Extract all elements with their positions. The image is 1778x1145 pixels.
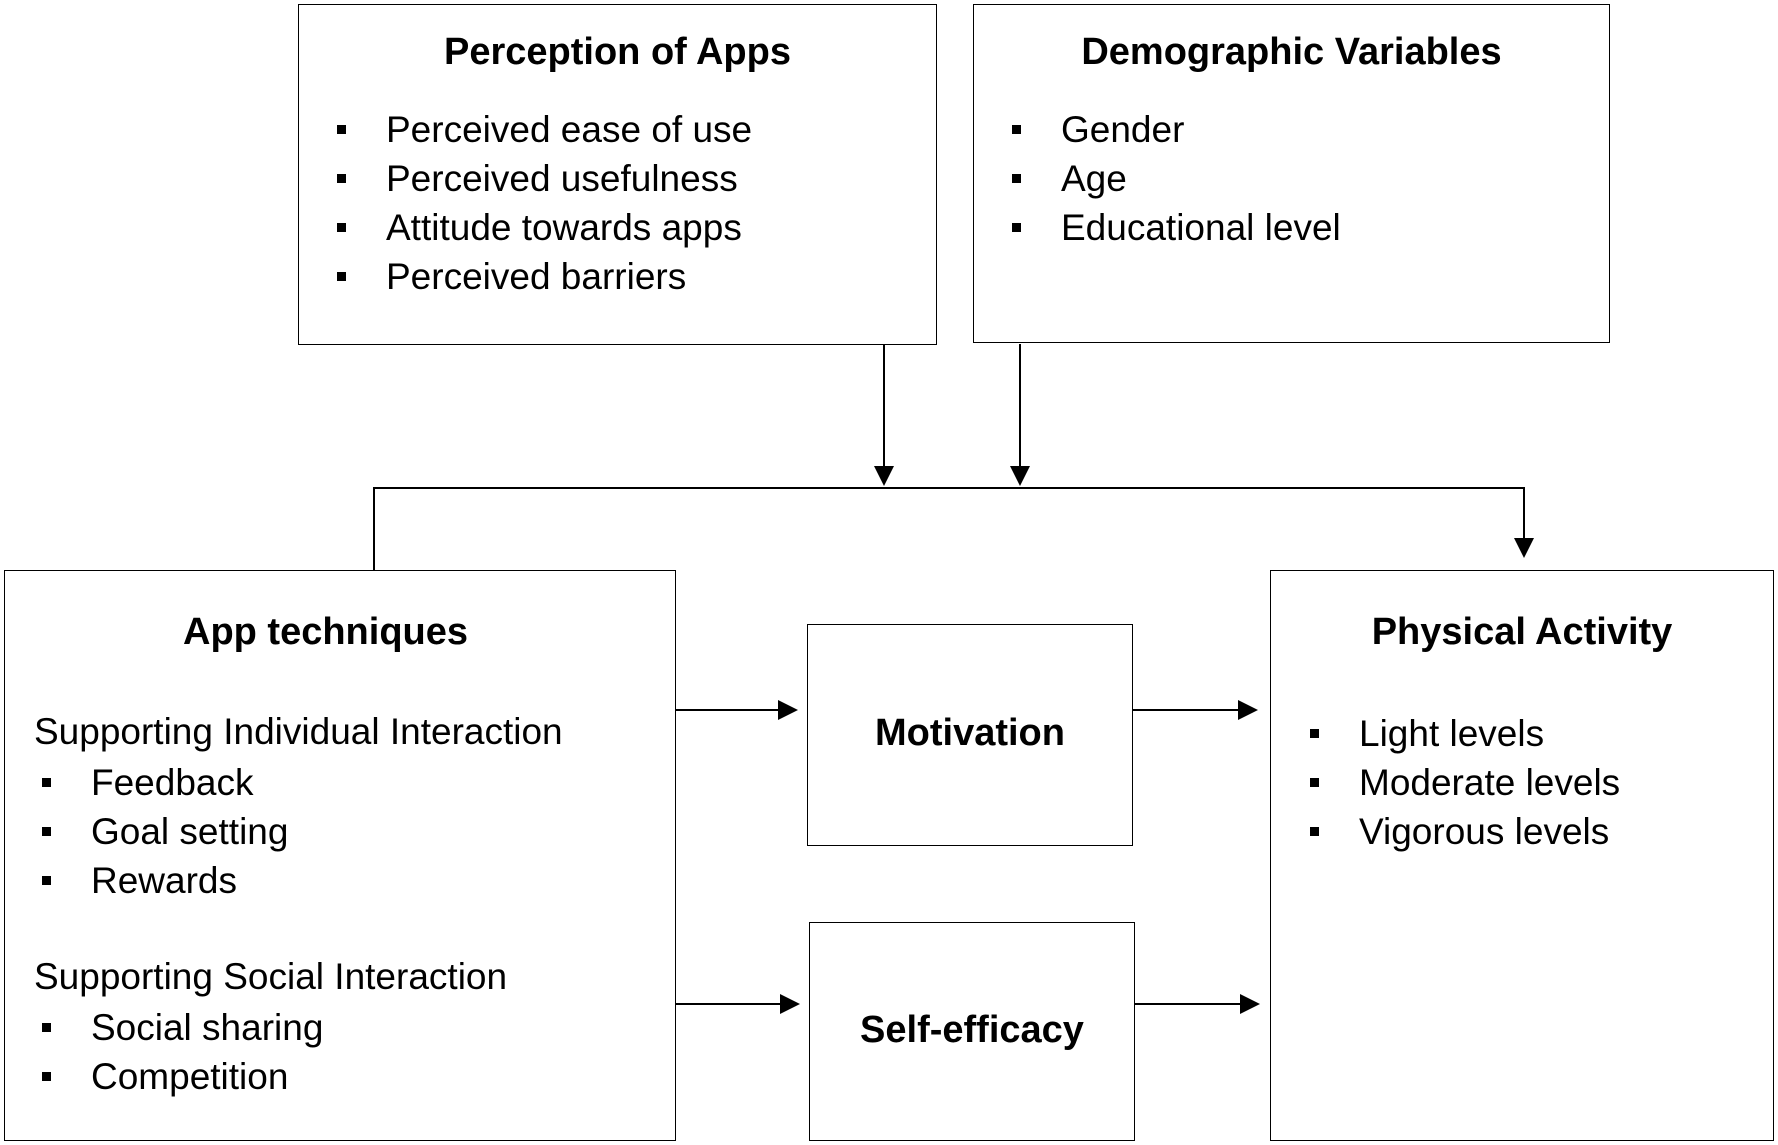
- list-item: Competition: [36, 1052, 323, 1101]
- list-item: Goal setting: [36, 807, 288, 856]
- motivation-title: Motivation: [875, 712, 1065, 754]
- list-item: Educational level: [1006, 203, 1341, 252]
- app-techniques-title: App techniques: [183, 611, 469, 653]
- list-item: Moderate levels: [1304, 758, 1620, 807]
- physical-activity-list: Light levels Moderate levels Vigorous le…: [1304, 709, 1620, 856]
- physical-activity-title: Physical Activity: [1371, 611, 1673, 653]
- physical-activity-box: Physical Activity Light levels Moderate …: [1270, 570, 1774, 1141]
- list-item: Light levels: [1304, 709, 1620, 758]
- self-efficacy-box: Self-efficacy: [809, 922, 1135, 1141]
- list-item: Age: [1006, 154, 1341, 203]
- app-techniques-box: App techniques Supporting Individual Int…: [4, 570, 676, 1141]
- demographic-variables-box: Demographic Variables Gender Age Educati…: [973, 4, 1610, 343]
- perception-of-apps-box: Perception of Apps Perceived ease of use…: [298, 4, 937, 345]
- individual-interaction-list: Feedback Goal setting Rewards: [36, 758, 288, 905]
- list-item: Feedback: [36, 758, 288, 807]
- social-interaction-list: Social sharing Competition: [36, 1003, 323, 1101]
- self-efficacy-title: Self-efficacy: [860, 1009, 1084, 1051]
- connector-app-techniques-to-physical-activity: [373, 487, 1534, 570]
- individual-interaction-heading: Supporting Individual Interaction: [34, 711, 563, 752]
- list-item: Vigorous levels: [1304, 807, 1620, 856]
- demographic-list: Gender Age Educational level: [1006, 105, 1341, 252]
- perception-list: Perceived ease of use Perceived usefulne…: [331, 105, 752, 301]
- list-item: Perceived ease of use: [331, 105, 752, 154]
- list-item: Attitude towards apps: [331, 203, 752, 252]
- list-item: Perceived barriers: [331, 252, 752, 301]
- demographic-variables-title: Demographic Variables: [1081, 31, 1502, 73]
- list-item: Perceived usefulness: [331, 154, 752, 203]
- social-interaction-heading: Supporting Social Interaction: [34, 956, 508, 997]
- list-item: Gender: [1006, 105, 1341, 154]
- list-item: Social sharing: [36, 1003, 323, 1052]
- perception-of-apps-title: Perception of Apps: [444, 31, 791, 73]
- list-item: Rewards: [36, 856, 288, 905]
- motivation-box: Motivation: [807, 624, 1133, 846]
